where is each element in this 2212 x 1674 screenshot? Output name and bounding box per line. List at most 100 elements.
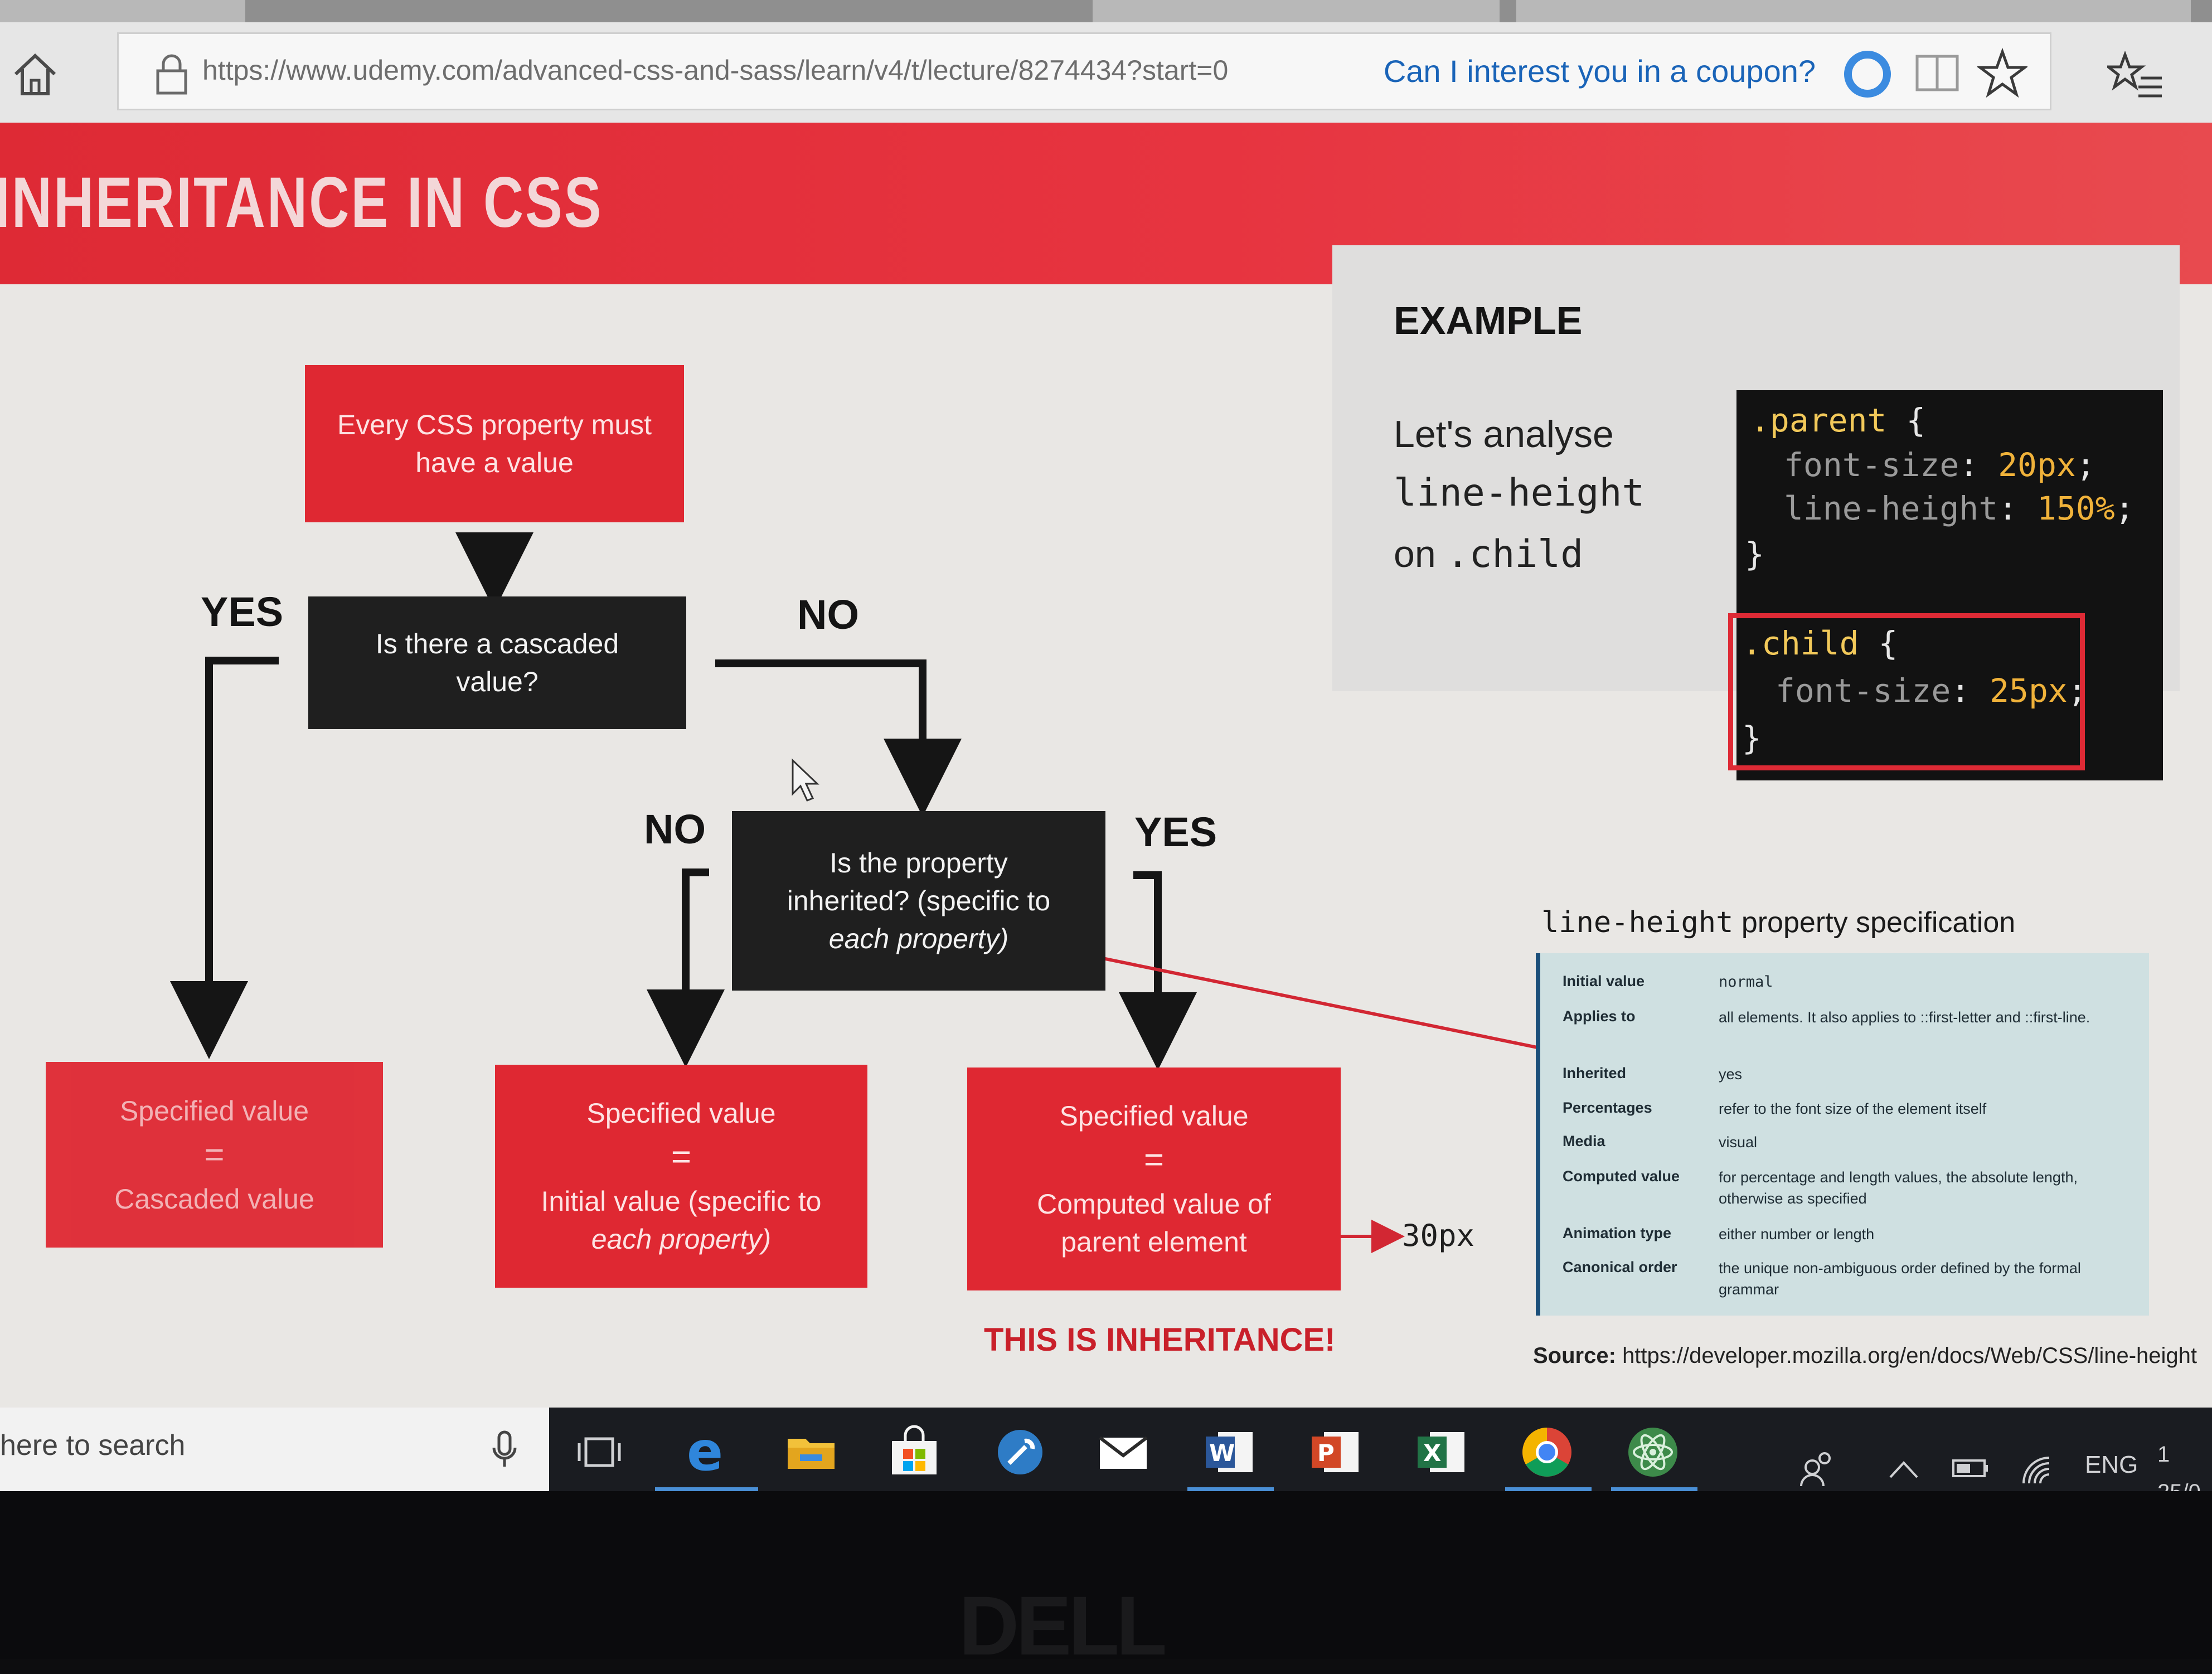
tab[interactable] xyxy=(1093,0,1500,22)
code-example-box: .parent { font-size: 20px; line-height: … xyxy=(1736,390,2163,780)
arrow-q1-yes xyxy=(170,657,279,1059)
coupon-prompt-link[interactable]: Can I interest you in a coupon? xyxy=(1383,54,1816,89)
result-cascaded-bottom: Cascaded value xyxy=(114,1183,314,1215)
label-no-cascaded: NO xyxy=(797,591,859,638)
flow-question-inherited-line1: Is the property xyxy=(830,847,1008,879)
spec-value: yes xyxy=(1719,1066,1743,1083)
tab[interactable] xyxy=(0,0,245,22)
slide-title: INHERITANCE IN CSS xyxy=(0,163,603,242)
label-no-inherited: NO xyxy=(644,806,706,852)
code-close-brace: } xyxy=(1742,719,1762,757)
arrow-q1-no xyxy=(715,659,962,817)
code-colon: : xyxy=(1951,672,1971,710)
spec-value: for percentage and length values, the ab… xyxy=(1719,1169,2078,1207)
flow-question-inherited-line3: each property) xyxy=(828,923,1009,954)
lock-icon xyxy=(152,51,191,95)
spec-key: Percentages xyxy=(1563,1099,1652,1116)
svg-text:P: P xyxy=(1317,1439,1335,1467)
spec-key: Computed value xyxy=(1563,1168,1680,1185)
example-heading: EXAMPLE xyxy=(1394,299,1583,342)
atom-running-indicator xyxy=(1611,1487,1697,1492)
tab-strip[interactable] xyxy=(0,0,2212,22)
svg-text:e: e xyxy=(687,1424,723,1480)
result-initial-bottom-line2: each property) xyxy=(591,1224,772,1255)
spec-value: visual xyxy=(1719,1134,1758,1151)
tab[interactable] xyxy=(1516,0,2191,22)
result-cascaded-box: Specified value = Cascaded value xyxy=(46,1062,383,1248)
spec-value: either number or length xyxy=(1719,1226,1875,1243)
excel-icon[interactable]: X xyxy=(1413,1424,1469,1480)
word-running-indicator xyxy=(1187,1487,1274,1492)
spec-key: Applies to xyxy=(1563,1008,1636,1025)
svg-text:W: W xyxy=(1209,1439,1235,1467)
word-icon[interactable]: W xyxy=(1201,1424,1257,1480)
flow-question-inherited: Is the property inherited? (specific to … xyxy=(732,811,1105,991)
mail-icon[interactable] xyxy=(1095,1424,1151,1480)
code-prop: line-height xyxy=(1784,489,1998,527)
flow-question-cascaded: Is there a cascaded value? xyxy=(308,596,686,729)
address-bar[interactable]: https://www.udemy.com/advanced-css-and-s… xyxy=(117,32,2051,110)
store-icon[interactable] xyxy=(886,1424,942,1480)
favorites-hub-icon[interactable] xyxy=(2104,50,2163,101)
flow-question-cascaded-text: Is there a cascaded value? xyxy=(375,628,619,697)
powerpoint-icon[interactable]: P xyxy=(1307,1424,1363,1480)
flow-start-text: Every CSS property must have a value xyxy=(337,409,652,478)
flow-start-box: Every CSS property must have a value xyxy=(305,365,684,522)
arrow-q2-yes xyxy=(1119,871,1197,1070)
code-line-font-size: font-size: 20px; xyxy=(1784,446,2095,484)
code-line-parent: .parent { xyxy=(1750,401,1925,439)
result-cascaded-top: Specified value xyxy=(119,1095,309,1127)
spec-key: Animation type xyxy=(1563,1225,1672,1241)
example-line-2: line-height xyxy=(1394,471,1645,515)
arrow-to-spec-inherited xyxy=(1050,946,1611,1073)
atom-icon[interactable] xyxy=(1625,1424,1681,1480)
people-icon[interactable] xyxy=(1798,1449,1837,1491)
example-line-3-code: .child xyxy=(1446,532,1584,576)
language-indicator[interactable]: ENG xyxy=(2085,1451,2138,1478)
mouse-cursor-icon xyxy=(790,758,824,806)
spec-value: normal xyxy=(1719,973,1773,991)
result-initial-top: Specified value xyxy=(586,1098,776,1129)
source-link[interactable]: https://developer.mozilla.org/en/docs/We… xyxy=(1622,1343,2197,1368)
search-placeholder[interactable]: here to search xyxy=(0,1429,186,1462)
spec-table: Initial value normal Applies to all elem… xyxy=(1536,953,2149,1316)
home-icon[interactable] xyxy=(10,49,60,99)
spec-key: Media xyxy=(1563,1133,1605,1149)
spec-value: the unique non-ambiguous order defined b… xyxy=(1719,1260,2081,1298)
chrome-icon[interactable] xyxy=(1519,1424,1575,1480)
task-view-icon[interactable] xyxy=(571,1424,627,1480)
code-colon: : xyxy=(1998,489,2018,527)
source-label: Source: xyxy=(1533,1343,1616,1368)
inheritance-note: THIS IS INHERITANCE! xyxy=(984,1322,1336,1358)
code-child-selector: .child xyxy=(1742,624,1859,662)
label-yes-inherited: YES xyxy=(1134,809,1217,855)
edge-active-indicator xyxy=(655,1487,758,1492)
wifi-icon[interactable] xyxy=(2018,1452,2057,1488)
code-value: 150% xyxy=(2036,489,2115,527)
edge-icon[interactable]: e xyxy=(680,1420,736,1483)
spec-title-code: line-height xyxy=(1541,906,1734,939)
taskbar-search-box[interactable]: here to search xyxy=(0,1408,549,1491)
code-line-line-height: line-height: 150%; xyxy=(1784,489,2135,527)
chrome-running-indicator xyxy=(1505,1487,1592,1492)
spec-title: line-height property specification xyxy=(1541,906,2015,939)
arrow-q2-no xyxy=(647,868,725,1068)
url-text[interactable]: https://www.udemy.com/advanced-css-and-s… xyxy=(202,55,1229,86)
result-computed-top: Specified value xyxy=(1059,1100,1249,1132)
code-open-brace: { xyxy=(1878,624,1898,662)
flow-question-inherited-line2: inherited? (specific to xyxy=(787,885,1051,916)
settings-tool-icon[interactable] xyxy=(992,1424,1048,1480)
chevron-up-icon[interactable] xyxy=(1887,1455,1920,1486)
microphone-icon[interactable] xyxy=(491,1430,518,1469)
example-line-1: Let's analyse xyxy=(1394,413,1614,455)
favorite-star-icon[interactable] xyxy=(1976,47,2029,98)
spec-key: Inherited xyxy=(1563,1065,1627,1081)
code-open-brace: { xyxy=(1906,401,1926,439)
reading-view-icon[interactable] xyxy=(1914,51,1961,95)
spec-value: all elements. It also applies to ::first… xyxy=(1719,1009,2090,1026)
file-explorer-icon[interactable] xyxy=(783,1424,839,1480)
result-computed-bottom-line2: parent element xyxy=(1061,1226,1247,1258)
code-semicolon: ; xyxy=(2075,446,2095,484)
dell-logo: DELL xyxy=(959,1579,1167,1672)
battery-icon[interactable] xyxy=(1951,1456,1990,1483)
